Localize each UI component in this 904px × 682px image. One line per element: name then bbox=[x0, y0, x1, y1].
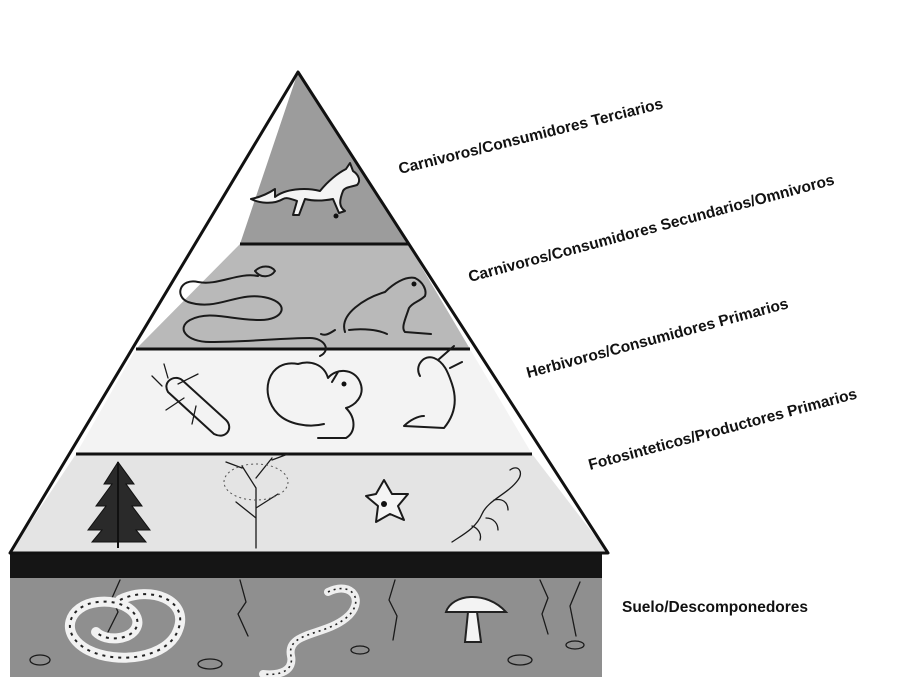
soil-layer bbox=[10, 552, 602, 677]
label-producers: Fotosinteticos/Productores Primarios bbox=[587, 386, 859, 474]
tier-primary-consumers bbox=[76, 349, 532, 454]
tier-tertiary-consumers bbox=[240, 72, 408, 244]
label-soil-decomposers: Suelo/Descomponedores bbox=[622, 599, 808, 616]
label-secondary-consumers: Carnivoros/Consumidores Secundarios/Omni… bbox=[467, 172, 837, 286]
label-primary-consumers: Herbivoros/Consumidores Primarios bbox=[525, 295, 791, 381]
label-tertiary-consumers: Carnivoros/Consumidores Terciarios bbox=[397, 96, 665, 178]
